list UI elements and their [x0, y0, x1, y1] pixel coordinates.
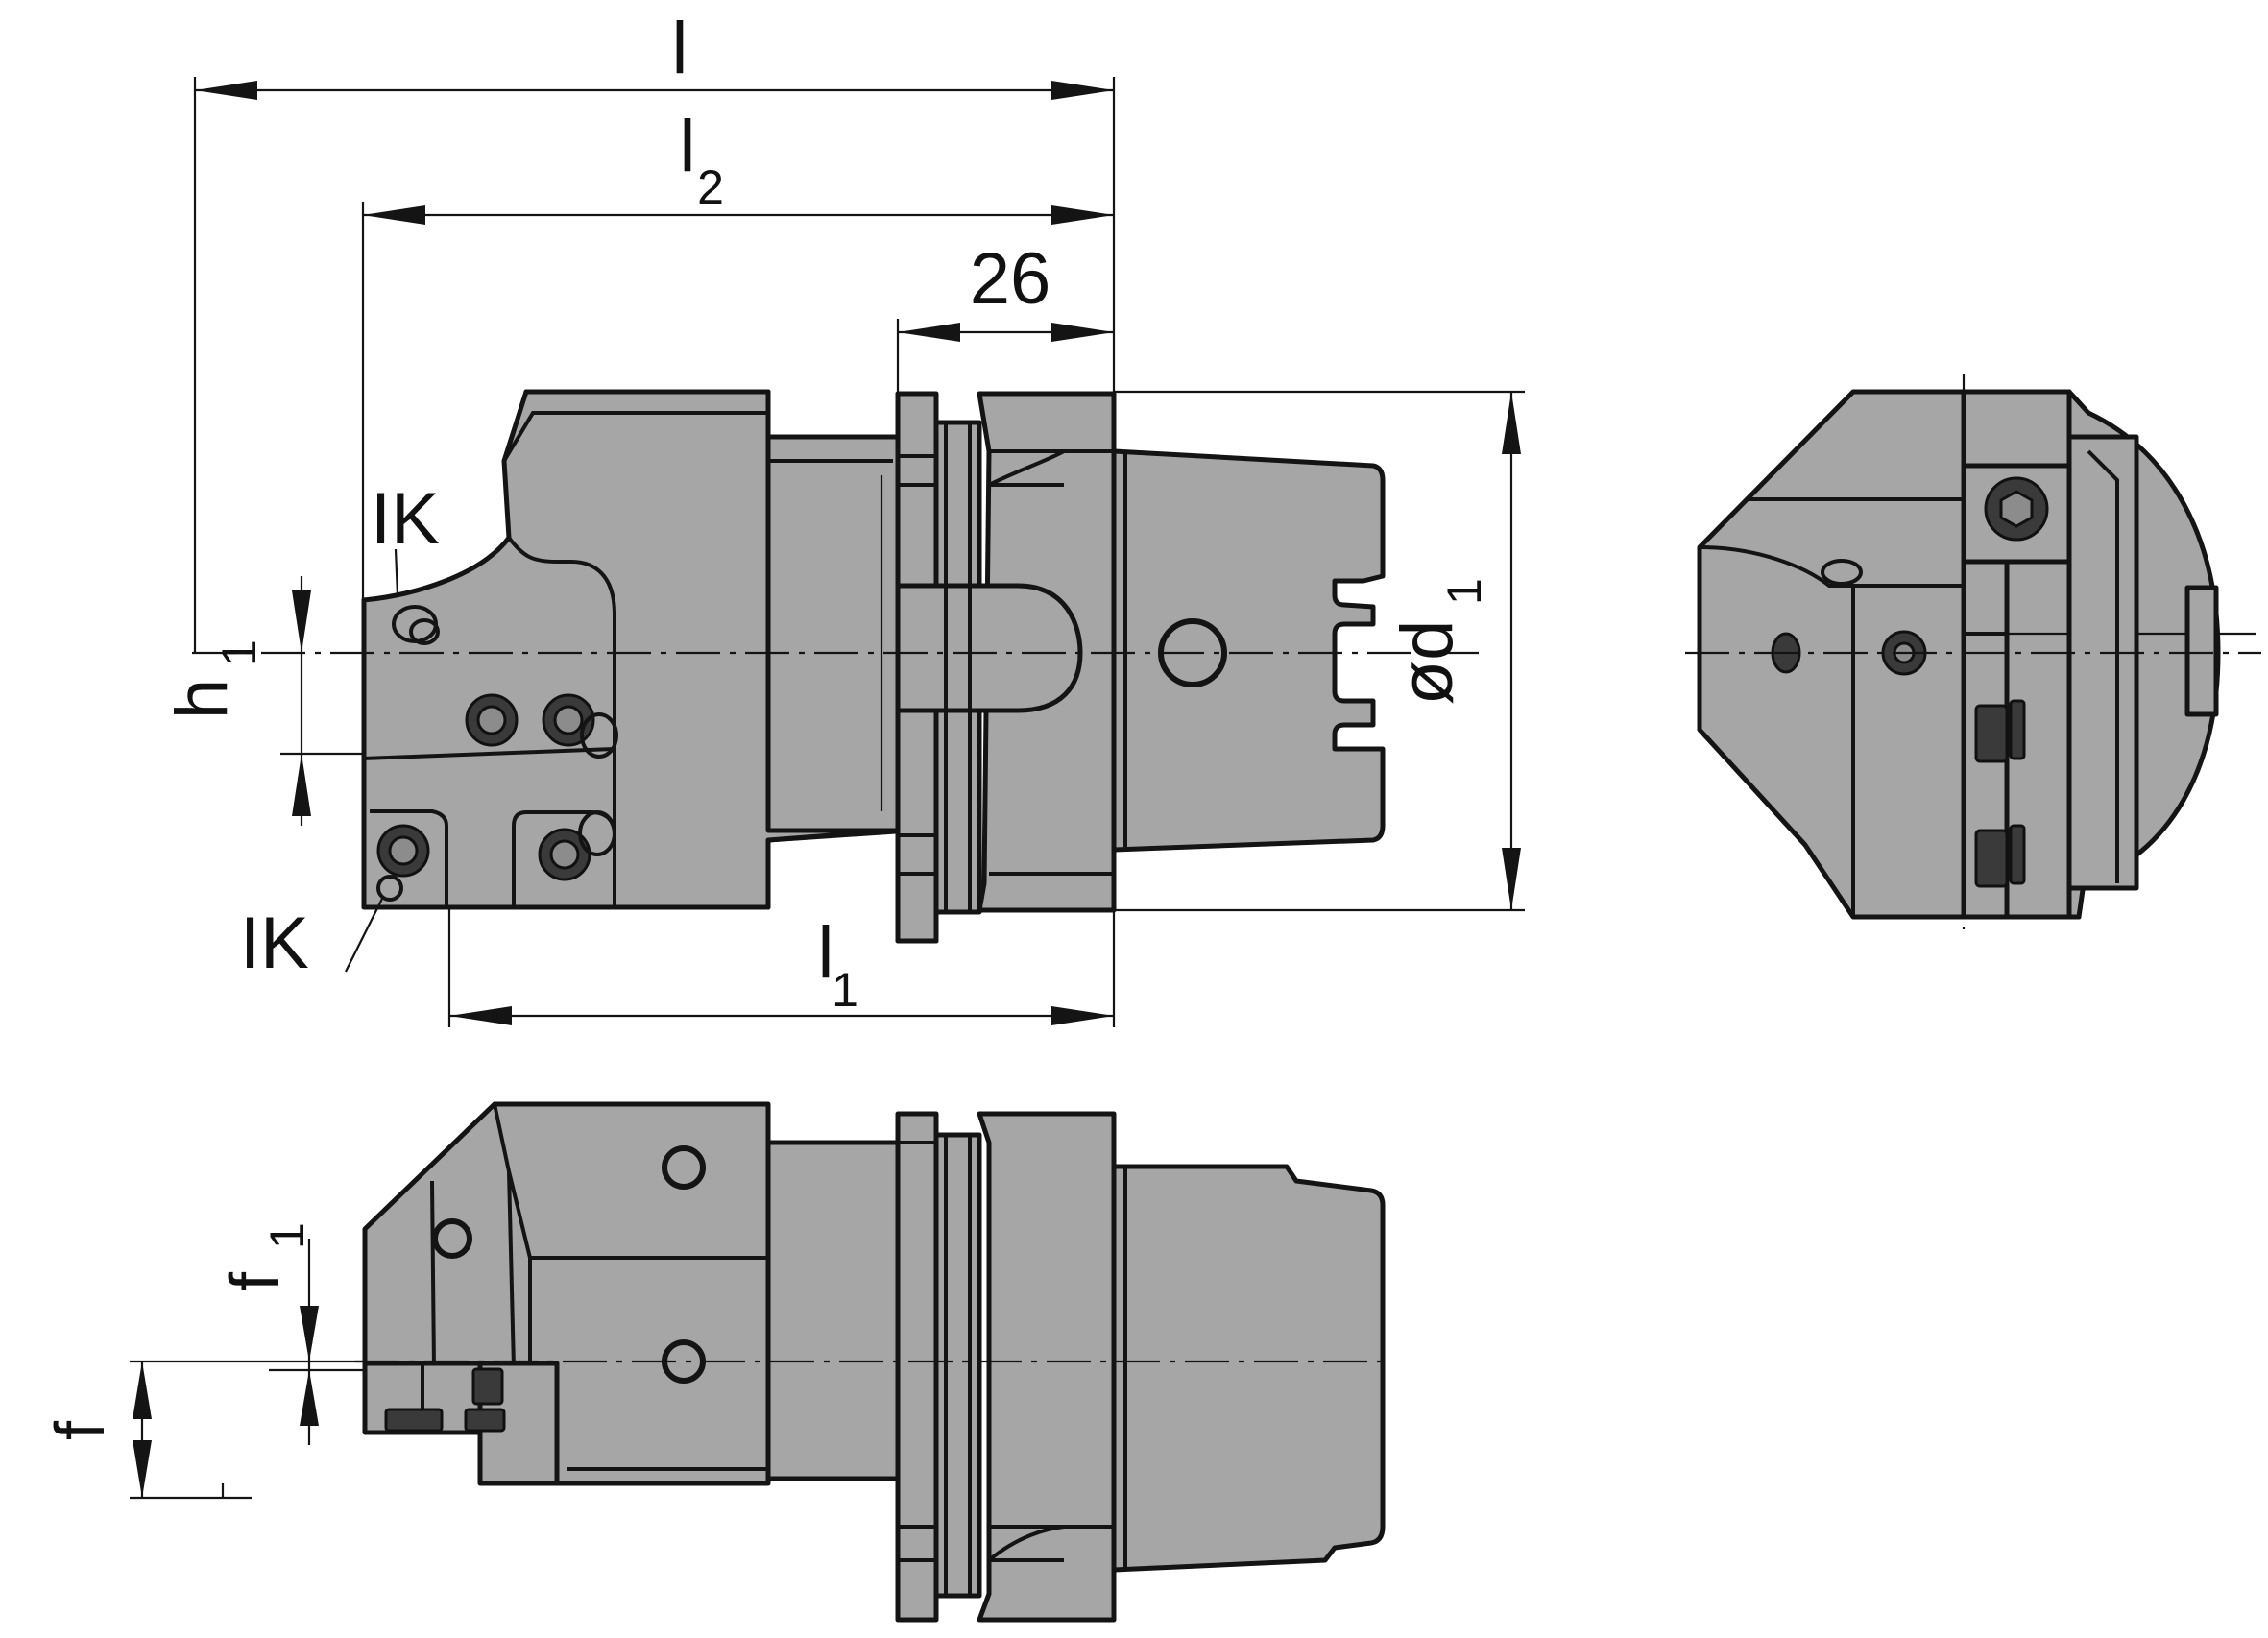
- dim-f1-label: f: [217, 1271, 294, 1291]
- dim-h1-label: h: [161, 679, 243, 719]
- dim-f-label: f: [42, 1420, 119, 1440]
- dim-d1-label: ød: [1387, 620, 1468, 706]
- dim-d1-sub: 1: [1437, 578, 1491, 605]
- dim-h1-sub: 1: [212, 639, 266, 666]
- dim-l1-sub: 1: [832, 963, 858, 1017]
- ik-top-label: IK: [371, 478, 440, 560]
- dim-l2-label: l: [680, 106, 696, 187]
- ik-bottom-label: IK: [240, 903, 309, 984]
- dim-l1-label: l: [818, 912, 834, 994]
- dimensions-top: l l 2 26 l 1 ød 1 h 1: [161, 8, 1525, 1027]
- dim-l2-sub: 2: [697, 160, 724, 214]
- bottom-view: [355, 1101, 1386, 1623]
- end-view: [1685, 374, 2261, 929]
- dim-l-label: l: [672, 8, 688, 89]
- side-view: [192, 389, 1479, 944]
- dim-f1-sub: 1: [260, 1222, 314, 1249]
- dim-26-label: 26: [970, 238, 1051, 320]
- dimensions-bottom: f 1 f: [42, 1222, 365, 1500]
